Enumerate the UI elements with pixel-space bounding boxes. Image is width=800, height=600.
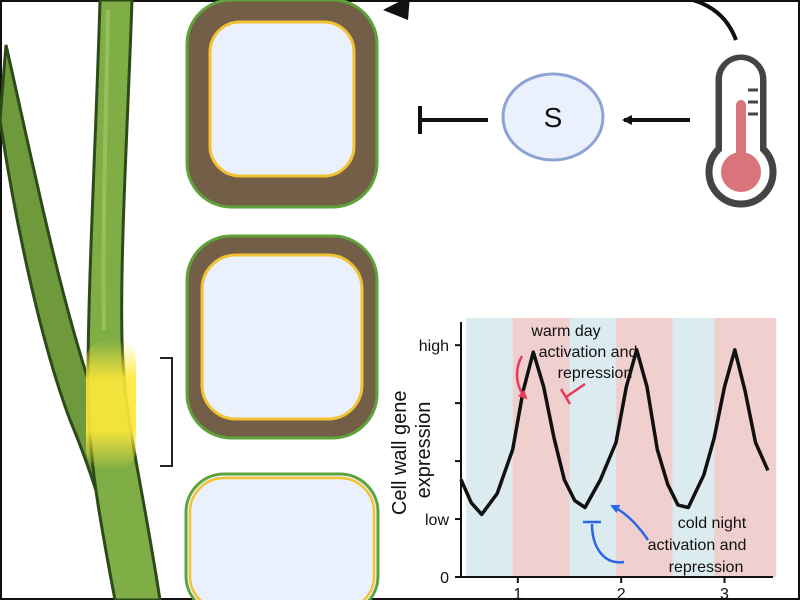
zone-bracket: [160, 357, 173, 467]
main-stem: [86, 0, 162, 600]
axis-ticks: high low 0 1 2 3: [419, 338, 729, 600]
cold-night-annotation: cold night activation and repression: [583, 504, 747, 576]
curved-arrow-to-cell: [685, 0, 738, 41]
cold-night-line-3: repression: [669, 559, 744, 576]
x-tick-label-1: 2: [617, 586, 626, 600]
warm-activation-arrow: [515, 355, 528, 400]
expression-curve: [459, 348, 770, 517]
expression-chart: high low 0 1 2 3 Cell wall gene expression wa…: [389, 318, 777, 600]
warm-day-line-1: warm day: [530, 323, 600, 340]
y-tick-label-1: low: [425, 512, 449, 529]
band-cold-4: [672, 318, 715, 577]
arrow-head-to-cell: [383, 0, 410, 20]
warm-day-annotation: warm day activation and repression: [515, 323, 638, 405]
cold-activation-arrow: [610, 504, 650, 541]
cell-thin-wall-bottom: [184, 472, 380, 600]
temperature-pathway: S: [383, 0, 777, 208]
elongation-zone-glow: [86, 340, 136, 470]
warm-repression-bar: [559, 388, 572, 405]
signal-node: [501, 72, 605, 162]
y-tick-label-0: high: [419, 338, 449, 355]
warm-repression-line: [565, 382, 586, 399]
warm-day-line-3: repression: [558, 365, 633, 382]
period-bands: [466, 318, 777, 577]
cold-night-line-1: cold night: [678, 515, 747, 532]
cold-night-line-2: activation and: [648, 537, 747, 554]
cell-thick-wall-middle: [185, 234, 379, 440]
x-tick-label-2: 3: [720, 586, 729, 600]
signal-label: S: [544, 102, 563, 133]
warm-day-line-2: activation and: [539, 344, 638, 361]
band-warm-1: [512, 318, 570, 577]
thermometer-icon: [705, 54, 777, 208]
band-warm-5: [714, 318, 777, 577]
y-axis-label: Cell wall gene expression: [389, 385, 435, 515]
y-tick-label-2: 0: [440, 570, 449, 587]
cold-repression-line: [590, 523, 625, 564]
cell-column: [184, 0, 380, 600]
band-cold-0: [466, 318, 513, 577]
cell-thick-wall-top: [185, 0, 379, 209]
plant-stem: [0, 0, 162, 600]
x-tick-label-0: 1: [513, 586, 522, 600]
stem-highlight: [101, 9, 110, 331]
